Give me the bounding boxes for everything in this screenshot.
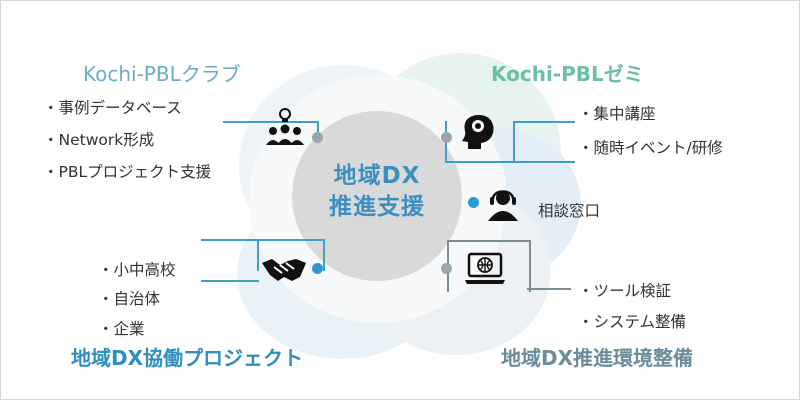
kyodo-item: ・自治体 [98,290,161,308]
center-title: 地域DX 推進支援 [292,161,462,223]
consult-label: 相談窓口 [538,202,601,220]
handshake-icon [262,259,306,281]
connector-kyodo [201,239,261,281]
dot-pbl-zemi [441,132,452,143]
connector-pbl-club-lead [223,121,239,123]
connector-kyodo-drop [257,239,325,271]
kankyo-item: ・ツール検証 [578,282,672,300]
brain-head-icon [462,115,494,149]
connector-kankyo-lead [527,288,571,290]
pbl-club-item: ・PBLプロジェクト支援 [43,163,212,181]
center-title-line1: 地域DX [333,163,421,189]
dot-kankyo [441,263,452,274]
dot-consult [468,197,479,208]
heading-pbl-club: Kochi-PBLクラブ [83,62,241,86]
connector-kyodo-lead [201,280,259,282]
kyodo-item: ・企業 [98,320,145,338]
headset-operator-icon [488,190,518,221]
connector-pbl-zemi-rise [513,121,575,163]
dot-kyodo [312,263,323,274]
people-lightbulb-icon [266,108,304,145]
heading-kankyo-seibi: 地域DX推進環境整備 [501,346,694,370]
kankyo-item: ・システム整備 [578,313,687,331]
kyodo-item: ・小中高校 [98,261,176,279]
pbl-club-item: ・事例データベース [43,99,182,117]
pbl-club-item: ・Network形成 [43,131,155,149]
center-title-line2: 推進支援 [329,194,425,220]
connector-pbl-club [237,121,319,139]
heading-kyodo-project: 地域DX協働プロジェクト [71,346,304,370]
pbl-zemi-item: ・随時イベント/研修 [578,139,723,157]
heading-pbl-zemi: Kochi-PBLゼミ [491,62,644,86]
dot-pbl-club [312,132,323,143]
laptop-globe-icon [465,252,505,284]
pbl-zemi-item: ・集中講座 [578,105,656,123]
